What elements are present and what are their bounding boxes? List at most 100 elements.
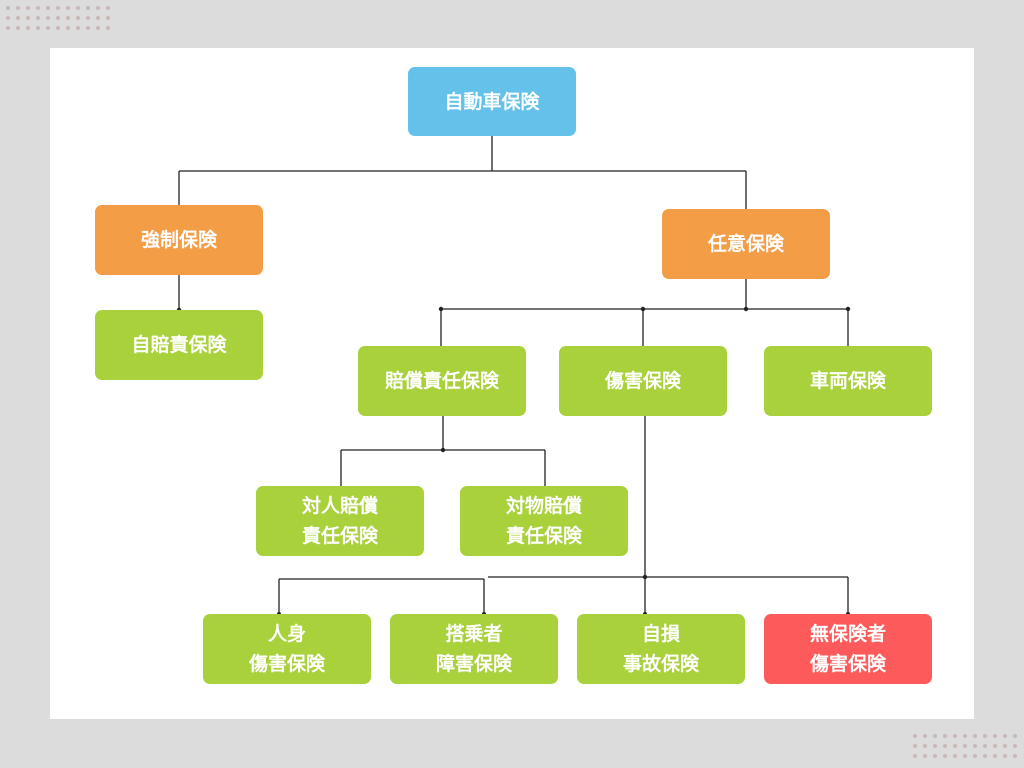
node-uninsured-line1: 無保険者 xyxy=(809,623,886,645)
decorative-dot xyxy=(1003,744,1007,748)
node-jibaiseki-label: 自賠責保険 xyxy=(131,334,227,356)
decorative-dot xyxy=(16,16,20,20)
decorative-dot xyxy=(973,744,977,748)
decorative-dot xyxy=(983,744,987,748)
decorative-dot xyxy=(96,6,100,10)
node-personal-injury-line1: 人身 xyxy=(267,623,306,645)
node-root-label: 自動車保険 xyxy=(444,90,540,113)
node-jibaiseki: 自賠責保険 xyxy=(95,310,263,380)
decorative-dot xyxy=(933,744,937,748)
connector-lines xyxy=(176,136,851,616)
decorative-dot xyxy=(36,26,40,30)
decorative-dot xyxy=(26,26,30,30)
decorative-dot xyxy=(983,734,987,738)
node-liability-label: 賠償責任保険 xyxy=(384,370,499,392)
decorative-dot xyxy=(963,754,967,758)
decorative-dot xyxy=(1003,734,1007,738)
node-voluntary: 任意保険 xyxy=(662,209,830,279)
decorative-dot xyxy=(56,16,60,20)
decorative-dot xyxy=(953,734,957,738)
decorative-dots-top-left xyxy=(0,0,120,40)
node-passenger-line1: 搭乗者 xyxy=(445,623,503,645)
decorative-dot xyxy=(1003,754,1007,758)
node-liability: 賠償責任保険 xyxy=(358,346,526,416)
decorative-dot xyxy=(923,734,927,738)
decorative-dot xyxy=(923,744,927,748)
node-root: 自動車保険 xyxy=(408,67,576,136)
node-self-accident-line1: 自損 xyxy=(641,623,680,645)
node-property-liability-line2: 責任保険 xyxy=(505,525,582,547)
decorative-dot xyxy=(86,6,90,10)
decorative-dot xyxy=(6,16,10,20)
node-voluntary-label: 任意保険 xyxy=(707,233,784,255)
junction-dot xyxy=(743,306,749,312)
decorative-dot xyxy=(6,6,10,10)
decorative-dot xyxy=(953,754,957,758)
node-self-accident: 自損 事故保険 xyxy=(577,614,745,684)
junction-dot xyxy=(642,574,648,580)
decorative-dot xyxy=(973,734,977,738)
decorative-dot xyxy=(943,744,947,748)
decorative-dot xyxy=(36,6,40,10)
decorative-dot xyxy=(993,744,997,748)
node-bodily-liability: 対人賠償 責任保険 xyxy=(256,486,424,556)
junction-dot xyxy=(438,306,444,312)
decorative-dot xyxy=(923,754,927,758)
decorative-dot xyxy=(6,26,10,30)
decorative-dot xyxy=(26,6,30,10)
node-property-liability: 対物賠償 責任保険 xyxy=(460,486,628,556)
node-personal-injury-line2: 傷害保険 xyxy=(248,653,325,675)
junction-dot xyxy=(440,447,446,453)
decorative-dot xyxy=(953,744,957,748)
decorative-dot xyxy=(1013,744,1017,748)
node-bodily-liability-line1: 対人賠償 xyxy=(301,495,378,517)
decorative-dot xyxy=(16,26,20,30)
decorative-dot xyxy=(983,754,987,758)
decorative-dot xyxy=(993,734,997,738)
node-personal-injury: 人身 傷害保険 xyxy=(203,614,371,684)
node-uninsured: 無保険者 傷害保険 xyxy=(764,614,932,684)
node-compulsory: 強制保険 xyxy=(95,205,263,275)
diagram-card: 自動車保険 強制保険 任意保険 自賠責保険 賠償責任保険 傷害保険 車両保険 対… xyxy=(50,48,974,719)
node-vehicle: 車両保険 xyxy=(764,346,932,416)
decorative-dot xyxy=(1013,754,1017,758)
decorative-dot xyxy=(86,26,90,30)
node-property-liability-line1: 対物賠償 xyxy=(505,495,582,517)
decorative-dot xyxy=(16,6,20,10)
node-self-accident-line2: 事故保険 xyxy=(622,653,699,675)
decorative-dot xyxy=(973,754,977,758)
decorative-dots-bottom-right xyxy=(905,728,1024,768)
decorative-dot xyxy=(96,16,100,20)
decorative-dot xyxy=(933,754,937,758)
decorative-dot xyxy=(993,754,997,758)
node-passenger-line2: 障害保険 xyxy=(435,653,512,675)
decorative-dot xyxy=(106,26,110,30)
node-compulsory-label: 強制保険 xyxy=(140,229,217,251)
decorative-dot xyxy=(66,6,70,10)
decorative-dot xyxy=(943,734,947,738)
decorative-dot xyxy=(96,26,100,30)
decorative-dot xyxy=(963,744,967,748)
decorative-dot xyxy=(86,16,90,20)
decorative-dot xyxy=(106,6,110,10)
decorative-dot xyxy=(76,16,80,20)
node-bodily-liability-line2: 責任保険 xyxy=(301,525,378,547)
decorative-dot xyxy=(26,16,30,20)
decorative-dot xyxy=(46,26,50,30)
node-passenger: 搭乗者 障害保険 xyxy=(390,614,558,684)
node-injury: 傷害保険 xyxy=(559,346,727,416)
junction-dot xyxy=(640,306,646,312)
node-uninsured-line2: 傷害保険 xyxy=(809,653,886,675)
decorative-dot xyxy=(943,754,947,758)
decorative-dot xyxy=(46,16,50,20)
node-injury-label: 傷害保険 xyxy=(604,370,681,392)
decorative-dot xyxy=(56,26,60,30)
node-vehicle-label: 車両保険 xyxy=(809,370,886,392)
decorative-dot xyxy=(66,16,70,20)
decorative-dot xyxy=(76,26,80,30)
decorative-dot xyxy=(1013,734,1017,738)
junction-dot xyxy=(845,306,851,312)
decorative-dot xyxy=(46,6,50,10)
decorative-dot xyxy=(913,734,917,738)
decorative-dot xyxy=(76,6,80,10)
